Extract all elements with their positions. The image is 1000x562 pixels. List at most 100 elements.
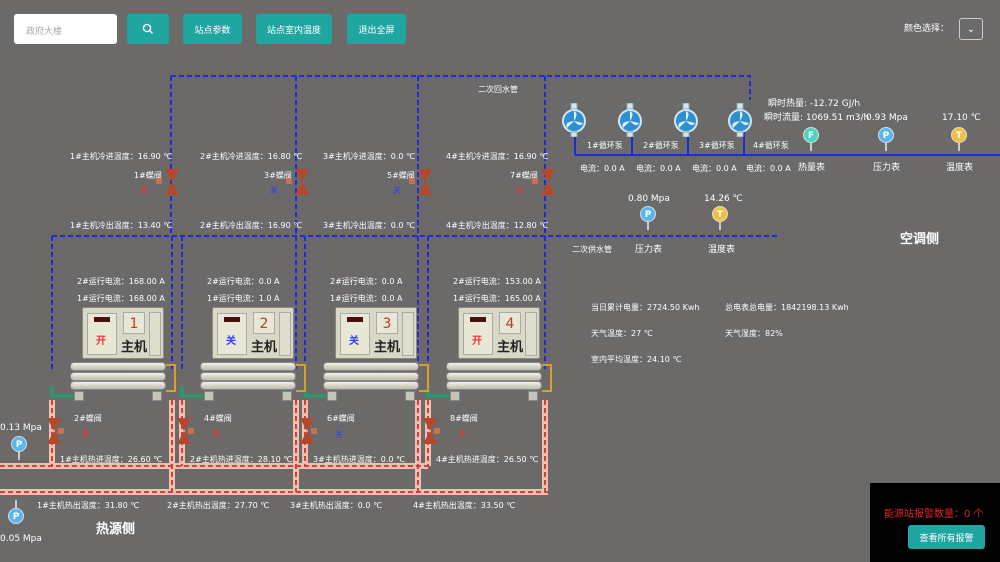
chiller-cabinet: 关 2 主机	[212, 307, 294, 359]
chiller-unit[interactable]: 开 4 主机	[446, 307, 561, 402]
chiller-unit[interactable]: 开 1 主机	[70, 307, 185, 402]
hot-valve-label: 8#蝶阀	[450, 414, 478, 423]
view-all-alarms-button[interactable]: 查看所有报警	[908, 525, 985, 549]
search-button[interactable]	[127, 14, 169, 44]
pump-current: 电流：0.0 A	[692, 164, 737, 173]
butterfly-valve[interactable]	[46, 416, 62, 446]
cool-out-temp: 3#主机冷出温度：0.0 ℃	[323, 221, 416, 230]
search-input[interactable]: 政府大楼	[14, 14, 117, 44]
run-current-2: 2#运行电流：0.0 A	[207, 277, 280, 286]
butterfly-valve-icon	[47, 418, 61, 444]
cool-in-temp: 1#主机冷进温度：16.90 ℃	[70, 152, 173, 161]
hot-valve-label: 6#蝶阀	[327, 414, 355, 423]
circulation-pump[interactable]	[562, 102, 586, 138]
butterfly-valve-icon	[423, 418, 437, 444]
search-icon	[142, 23, 153, 34]
hot-valve-label: 2#蝶阀	[74, 414, 102, 423]
exit-fullscreen-button[interactable]: 退出全屏	[347, 14, 406, 44]
mid-pressure-label: 压力表	[635, 245, 663, 255]
hot-in-temp: 4#主机热进温度：26.50 ℃	[436, 455, 539, 464]
chiller-cabinet: 开 1 主机	[82, 307, 164, 359]
secondary-supply-pipe-label: 二次供水管	[572, 245, 612, 254]
butterfly-valve-icon	[541, 169, 555, 195]
cool-valve-label: 5#蝶阀	[387, 171, 415, 180]
run-current-1: 1#运行电流：165.00 A	[453, 294, 541, 303]
color-select-label: 颜色选择：	[904, 24, 950, 34]
cool-valve-label: 3#蝶阀	[264, 171, 292, 180]
hot-in-temp: 2#主机热进温度：28.10 ℃	[190, 455, 293, 464]
pump-fan-icon	[562, 102, 586, 138]
cool-valve-state: 开	[516, 186, 524, 195]
total-power: 总电表总电量：1842198.13 Kwh	[725, 303, 849, 312]
butterfly-valve-icon	[300, 418, 314, 444]
pressure-gauge-icon: P	[640, 206, 656, 222]
cool-out-temp: 2#主机冷出温度：16.90 ℃	[200, 221, 303, 230]
instant-heat: 瞬时热量: -12.72 GJ/h	[768, 99, 861, 109]
thermometer-icon: T	[951, 127, 967, 143]
station-params-button[interactable]: 站点参数	[183, 14, 242, 44]
circulation-pump[interactable]	[674, 102, 698, 138]
chiller-number: 3	[376, 312, 398, 334]
chiller-label: 主机	[251, 340, 278, 355]
heat-meter-label: 热量表	[798, 163, 826, 173]
pressure-gauge-icon: P	[8, 508, 24, 524]
left-pressure-value: 0.13 Mpa	[0, 423, 42, 433]
pump-fan-icon	[728, 102, 752, 138]
cool-valve-state: 开	[140, 186, 148, 195]
butterfly-valve[interactable]	[299, 416, 315, 446]
butterfly-valve-icon	[295, 169, 309, 195]
cool-valve-state: 关	[393, 186, 401, 195]
butterfly-valve[interactable]	[294, 167, 310, 197]
temp-meter-label: 温度表	[946, 163, 974, 173]
butterfly-valve[interactable]	[540, 167, 556, 197]
pump-fan-icon	[674, 102, 698, 138]
cool-out-temp: 4#主机冷出温度：12.80 ℃	[446, 221, 549, 230]
circulation-pump[interactable]	[618, 102, 642, 138]
chiller-unit[interactable]: 关 3 主机	[323, 307, 438, 402]
circulation-pump[interactable]	[728, 102, 752, 138]
pump-name: 3#循环泵	[699, 141, 735, 150]
pump-name: 2#循环泵	[643, 141, 679, 150]
butterfly-valve[interactable]	[417, 167, 433, 197]
alarm-panel: 能源站报警数量：0 个 查看所有报警	[870, 483, 1000, 562]
hot-out-temp: 1#主机热出温度：31.80 ℃	[37, 501, 140, 510]
heat-meter-icon: F	[803, 127, 819, 143]
pump-fan-icon	[618, 102, 642, 138]
run-current-1: 1#运行电流：168.00 A	[77, 294, 165, 303]
instant-flow: 瞬时流量: 1069.51 m3/h	[764, 113, 870, 123]
chiller-state: 开	[96, 336, 106, 347]
weather-temp: 天气温度：27 ℃	[591, 329, 653, 338]
butterfly-valve[interactable]	[176, 416, 192, 446]
top-temp-value: 17.10 ℃	[942, 113, 981, 123]
chiller-label: 主机	[121, 340, 148, 355]
heat-side-label: 热源侧	[96, 522, 136, 537]
cool-in-temp: 3#主机冷进温度：0.0 ℃	[323, 152, 416, 161]
chiller-number: 1	[123, 312, 145, 334]
pressure-gauge-icon: P	[11, 436, 27, 452]
color-select-dropdown[interactable]: ⌄	[959, 18, 983, 40]
alarm-count: 能源站报警数量：0 个	[884, 509, 984, 520]
butterfly-valve-icon	[165, 169, 179, 195]
weather-humidity: 天气湿度：82%	[725, 329, 783, 338]
run-current-1: 1#运行电流：0.0 A	[330, 294, 403, 303]
mid-temp-value: 14.26 ℃	[704, 194, 743, 204]
hot-valve-state: 开	[212, 430, 220, 439]
butterfly-valve[interactable]	[422, 416, 438, 446]
today-power: 当日累计电量：2724.50 Kwh	[591, 303, 700, 312]
mid-pressure-value: 0.80 Mpa	[628, 194, 670, 204]
hot-valve-state: 开	[82, 430, 90, 439]
cool-valve-state: 关	[270, 186, 278, 195]
run-current-2: 2#运行电流：168.00 A	[77, 277, 165, 286]
hot-valve-state: 开	[458, 430, 466, 439]
chiller-unit[interactable]: 关 2 主机	[200, 307, 315, 402]
chiller-number: 2	[253, 312, 275, 334]
pressure-gauge-icon: P	[878, 127, 894, 143]
hot-in-temp: 3#主机热进温度：0.0 ℃	[313, 455, 406, 464]
station-indoor-temp-button[interactable]: 站点室内温度	[256, 14, 332, 44]
cool-in-temp: 2#主机冷进温度：16.80 ℃	[200, 152, 303, 161]
hot-out-temp: 3#主机热出温度：0.0 ℃	[290, 501, 383, 510]
thermometer-icon: T	[712, 206, 728, 222]
butterfly-valve[interactable]	[164, 167, 180, 197]
pump-current: 电流：0.0 A	[746, 164, 791, 173]
butterfly-valve-icon	[418, 169, 432, 195]
